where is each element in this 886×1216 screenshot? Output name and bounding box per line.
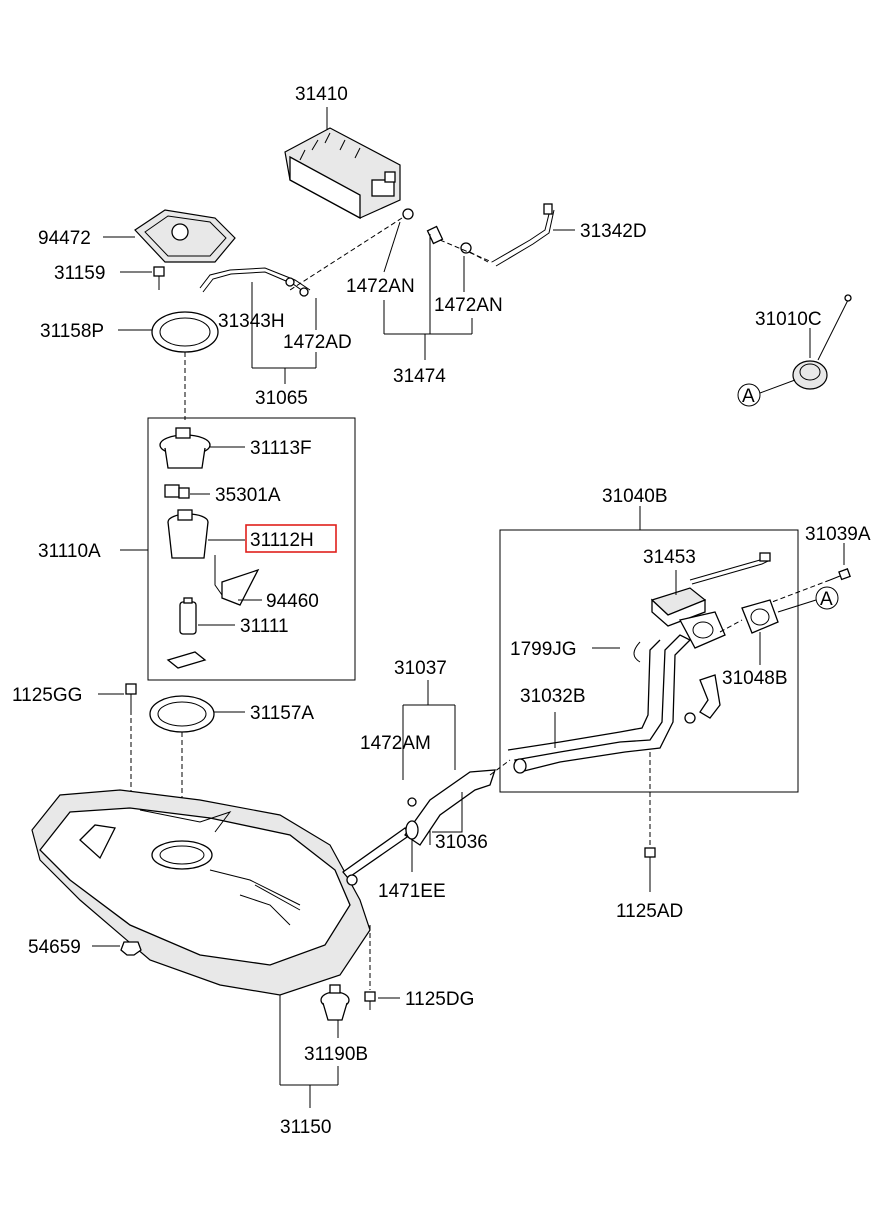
label-31474: 31474	[393, 366, 446, 387]
label-1471EE: 1471EE	[378, 881, 446, 902]
label-1472AN-left: 1472AN	[346, 276, 415, 297]
filler-neck-box	[499, 529, 799, 793]
bolt-31159-part	[153, 266, 165, 290]
label-31453: 31453	[643, 547, 696, 568]
fuel-tank-part	[31, 789, 371, 996]
label-94460: 94460	[266, 591, 319, 612]
access-cover-part	[134, 209, 236, 263]
label-31157A: 31157A	[250, 703, 314, 724]
filler-neck-part	[507, 634, 721, 774]
label-31032B: 31032B	[520, 686, 586, 707]
label-1125DG: 1125DG	[405, 989, 474, 1010]
label-31065: 31065	[255, 388, 308, 409]
bolt-1125DG-part	[364, 991, 376, 1010]
pump-module-box	[147, 417, 356, 681]
canister-part	[284, 127, 472, 254]
fuel-cap-part	[792, 294, 852, 390]
gasket-31157A-part	[149, 695, 215, 733]
lock-ring-31158P-part	[151, 311, 219, 353]
label-94472: 94472	[38, 228, 91, 249]
label-31111: 31111	[240, 616, 289, 637]
label-31110A: 31110A	[38, 541, 101, 562]
highlight-box-31112H	[245, 524, 337, 553]
label-1125GG: 1125GG	[12, 685, 82, 706]
filler-housing-part	[650, 552, 771, 627]
label-31048B: 31048B	[722, 668, 788, 689]
label-ref-a-top: A	[742, 386, 755, 407]
reference-circle-a-right	[815, 586, 839, 610]
vapor-hose-part	[491, 203, 555, 267]
label-1472AD: 1472AD	[283, 332, 352, 353]
label-31158P: 31158P	[40, 321, 104, 342]
bolt-1125AD-part	[644, 847, 656, 868]
fuel-line-part	[199, 267, 311, 297]
wire-harness-part	[214, 555, 260, 606]
label-31410: 31410	[295, 84, 348, 105]
label-31150: 31150	[280, 1117, 331, 1138]
sender-part	[164, 484, 190, 499]
gasket-31048B-part	[741, 599, 779, 634]
label-54659: 54659	[28, 937, 81, 958]
label-31190B: 31190B	[304, 1044, 368, 1065]
pump-flange-part	[159, 427, 211, 469]
bolt-31039A-part	[829, 568, 851, 581]
label-31113F: 31113F	[250, 438, 312, 459]
label-1472AM: 1472AM	[360, 733, 431, 754]
clamp-1472AM-part	[407, 797, 417, 807]
bolt-1125GG-part	[125, 683, 137, 710]
clamp-1471EE-part	[405, 820, 419, 840]
label-31343H: 31343H	[218, 311, 285, 332]
valve-31190B-part	[320, 984, 350, 1021]
label-31010C: 31010C	[755, 309, 822, 330]
fuel-pump-part	[179, 597, 197, 635]
label-ref-a-right: A	[820, 589, 833, 610]
label-1472AN-right: 1472AN	[434, 295, 503, 316]
filler-hose-part	[342, 769, 496, 886]
clip-1799JG-part	[633, 641, 641, 663]
reference-circle-a-top	[737, 383, 761, 407]
filler-plate-part	[679, 611, 726, 649]
label-1125AD: 1125AD	[616, 901, 683, 922]
label-31039A: 31039A	[805, 524, 871, 545]
label-1799JG: 1799JG	[510, 639, 577, 660]
label-31159: 31159	[54, 263, 105, 284]
label-31037: 31037	[394, 658, 447, 679]
label-31036: 31036	[435, 832, 488, 853]
label-35301A: 35301A	[215, 485, 281, 506]
label-31112H: 31112H	[250, 530, 314, 551]
label-31342D: 31342D	[580, 221, 647, 242]
fuel-filter-part	[167, 509, 209, 559]
strainer-part	[166, 651, 207, 669]
nut-54659-part	[120, 941, 142, 956]
label-31040B: 31040B	[602, 486, 668, 507]
